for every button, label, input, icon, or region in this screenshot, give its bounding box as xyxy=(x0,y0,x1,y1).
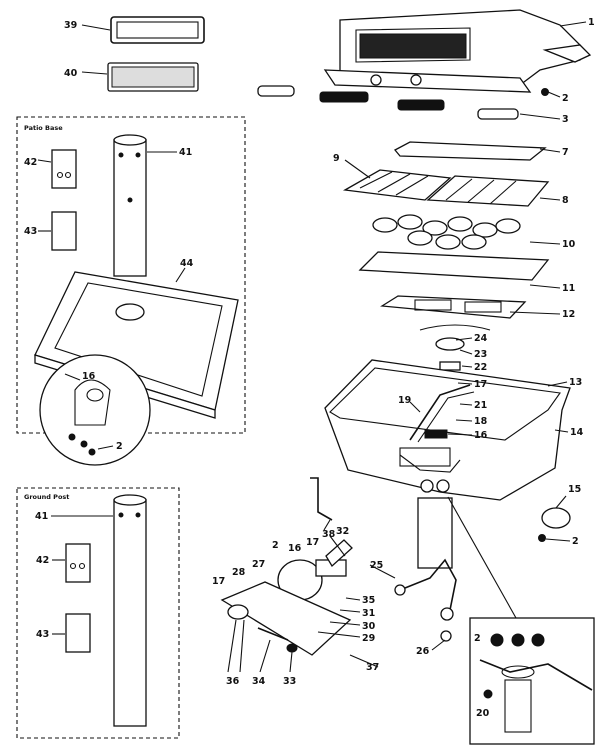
callout-26: 26 xyxy=(416,646,430,657)
callout-43-patio: 43 xyxy=(24,226,37,237)
burner-tube-assembly xyxy=(409,384,475,443)
callout-28: 28 xyxy=(232,567,246,578)
callout-41-ground: 41 xyxy=(35,511,48,522)
sleeve-42-patio xyxy=(51,149,77,189)
callout-25: 25 xyxy=(370,560,383,571)
pedestal xyxy=(417,479,453,569)
bolt-2-lower xyxy=(538,534,546,542)
callout-32: 32 xyxy=(336,526,349,537)
callout-10: 10 xyxy=(562,239,576,250)
bolt-2-top xyxy=(541,88,549,96)
knob-15 xyxy=(541,507,571,529)
sleeve-43-patio xyxy=(51,211,77,251)
callout-18: 18 xyxy=(474,416,488,427)
callout-17-valve: 17 xyxy=(306,537,319,548)
callout-35: 35 xyxy=(362,595,375,606)
panel-39 xyxy=(110,16,205,44)
callout-16-valve: 16 xyxy=(288,543,302,554)
panel-40 xyxy=(107,62,199,92)
ground-post-box xyxy=(16,487,180,739)
cooking-grates-8-9 xyxy=(342,169,550,207)
callout-16-bowl: 16 xyxy=(474,430,488,441)
fitting-26 xyxy=(440,630,452,642)
patio-base-title: Patio Base xyxy=(24,124,63,132)
callout-38: 38 xyxy=(322,529,336,540)
callout-3: 3 xyxy=(562,114,569,125)
callout-27: 27 xyxy=(252,559,265,570)
callout-43-ground: 43 xyxy=(36,629,49,640)
gas-hose-25 xyxy=(394,558,457,621)
callout-30: 30 xyxy=(362,621,376,632)
callout-8: 8 xyxy=(562,195,569,206)
burner-23-24 xyxy=(419,324,491,371)
callout-9: 9 xyxy=(333,153,340,164)
ground-post-title: Ground Post xyxy=(24,493,69,501)
callout-40: 40 xyxy=(64,68,78,79)
callout-2-base: 2 xyxy=(116,441,123,452)
callout-13: 13 xyxy=(569,377,582,388)
callout-39: 39 xyxy=(64,20,77,31)
detail-inset-bracket xyxy=(469,617,595,745)
callout-14: 14 xyxy=(570,427,584,438)
briquette-grid-11 xyxy=(358,251,550,281)
callout-17-bracket: 17 xyxy=(212,576,225,587)
callout-2-valve: 2 xyxy=(272,540,279,551)
probe-38 xyxy=(310,477,333,521)
post-41-ground xyxy=(113,494,147,727)
heat-plate-12 xyxy=(380,295,527,319)
callout-29: 29 xyxy=(362,633,375,644)
callout-37: 37 xyxy=(366,662,379,673)
callout-23: 23 xyxy=(474,349,487,360)
callout-24: 24 xyxy=(474,333,488,344)
callout-16-base: 16 xyxy=(82,371,96,382)
callout-1: 1 xyxy=(588,17,595,28)
callout-42-patio: 42 xyxy=(24,157,37,168)
sleeve-43-ground xyxy=(65,613,91,653)
post-41-patio xyxy=(113,134,147,277)
callout-2-top: 2 xyxy=(562,93,569,104)
warming-rack-7 xyxy=(393,141,547,161)
valve-bracket-37 xyxy=(220,581,352,656)
callout-11: 11 xyxy=(562,283,575,294)
callout-33: 33 xyxy=(283,676,296,687)
callout-31: 31 xyxy=(362,608,375,619)
callout-42-ground: 42 xyxy=(36,555,49,566)
callout-labels: 39 40 1 2 3 7 9 8 10 11 12 24 23 22 13 1… xyxy=(24,17,595,719)
detail-circle-base xyxy=(39,354,151,466)
callout-20: 20 xyxy=(476,708,490,719)
briquettes-10 xyxy=(372,214,521,250)
callout-22: 22 xyxy=(474,362,487,373)
grill-lid-1 xyxy=(339,9,592,86)
handles-3 xyxy=(257,85,519,120)
leader-lines xyxy=(227,21,587,673)
callout-21: 21 xyxy=(474,400,487,411)
callout-17-bowl: 17 xyxy=(474,379,487,390)
callout-34: 34 xyxy=(252,676,266,687)
callout-2-inset: 2 xyxy=(474,633,481,644)
callout-36: 36 xyxy=(226,676,240,687)
callout-7-top: 7 xyxy=(562,147,569,158)
callout-2-lower: 2 xyxy=(572,536,579,547)
callout-19: 19 xyxy=(398,395,411,406)
control-panel xyxy=(323,69,532,93)
callout-12: 12 xyxy=(562,309,575,320)
callout-41-patio: 41 xyxy=(179,147,192,158)
sleeve-42-ground xyxy=(65,543,91,583)
callout-15: 15 xyxy=(568,484,581,495)
callout-44: 44 xyxy=(180,258,194,269)
